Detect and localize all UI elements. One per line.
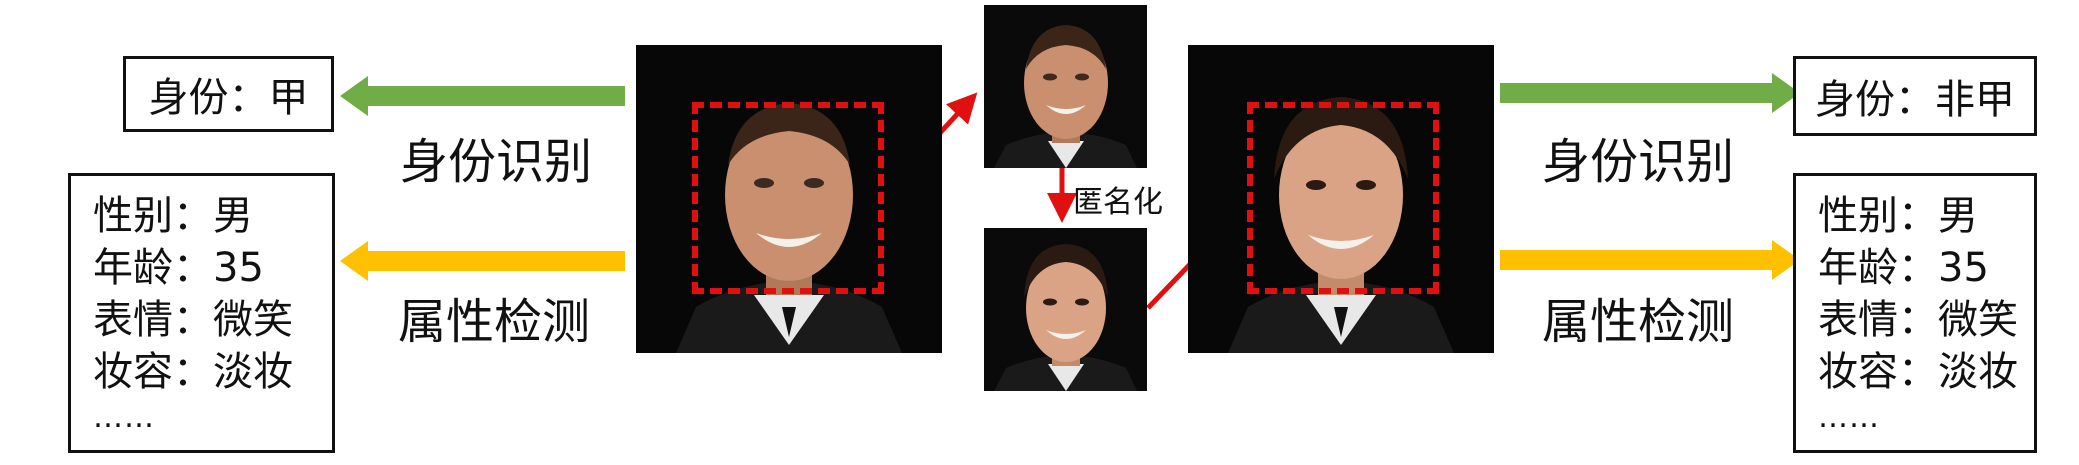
right-attribute-arrow xyxy=(1500,240,1800,280)
right-identity-box: 身份：非甲 xyxy=(1793,56,2037,136)
left-identity-arrow xyxy=(340,76,625,116)
right-identity-text: 身份：非甲 xyxy=(1815,77,2015,123)
left-attribute-label: 属性检测 xyxy=(398,294,591,350)
right-attr-age: 年龄：35 xyxy=(1818,245,1989,291)
right-identity-label: 身份识别 xyxy=(1542,134,1735,190)
anonymized-face-image xyxy=(1188,45,1494,353)
left-attr-more: …… xyxy=(93,400,155,435)
cropped-original-face xyxy=(984,5,1147,168)
left-face-crop-box xyxy=(692,102,884,294)
left-identity-text: 身份：甲 xyxy=(148,75,309,121)
left-attr-makeup: 妆容：淡妆 xyxy=(93,349,293,395)
right-attr-gender: 性别：男 xyxy=(1818,193,1978,239)
right-attribute-label: 属性检测 xyxy=(1542,294,1735,350)
left-identity-label: 身份识别 xyxy=(400,134,593,190)
left-identity-box: 身份：甲 xyxy=(123,56,334,132)
right-attr-more: …… xyxy=(1818,400,1880,435)
left-attr-expression: 表情：微笑 xyxy=(93,297,293,343)
left-attr-gender: 性别：男 xyxy=(93,193,253,239)
right-attr-expression: 表情：微笑 xyxy=(1818,297,2018,343)
right-identity-arrow xyxy=(1500,73,1800,113)
anonymize-label: 匿名化 xyxy=(1073,185,1163,220)
left-attribute-arrow xyxy=(340,241,625,281)
cropped-anonymized-face xyxy=(984,228,1147,391)
right-attribute-box: 性别：男 年龄：35 表情：微笑 妆容：淡妆 …… xyxy=(1793,173,2037,453)
left-attribute-box: 性别：男 年龄：35 表情：微笑 妆容：淡妆 …… xyxy=(68,173,335,453)
left-attr-age: 年龄：35 xyxy=(93,245,264,291)
right-attr-makeup: 妆容：淡妆 xyxy=(1818,349,2018,395)
right-face-crop-box xyxy=(1247,102,1439,294)
original-face-image xyxy=(636,45,942,353)
